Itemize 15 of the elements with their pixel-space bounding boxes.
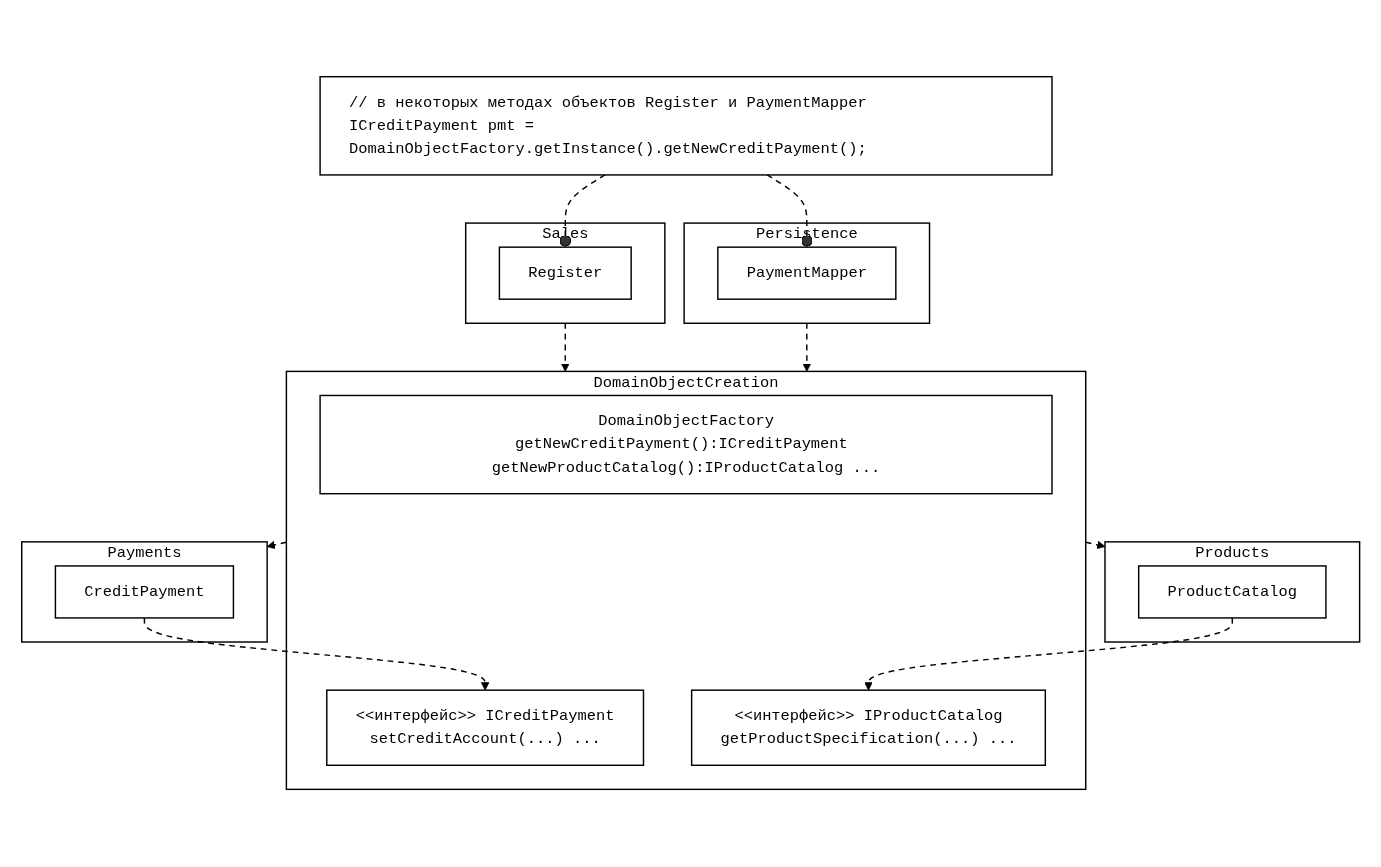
arrow xyxy=(1084,541,1106,550)
connector xyxy=(766,174,813,249)
arrow xyxy=(864,617,1233,691)
arrow xyxy=(560,323,570,373)
node-box: PaymentMapper xyxy=(716,246,897,301)
node-box: // в некоторых методах объектов Register и PaymentMapper ICreditPayment pmt = DomainObjectFactory.getInstance().getNewCreditPayment(); xyxy=(319,76,1053,177)
arrow xyxy=(266,541,287,550)
node-box: Register xyxy=(498,246,632,301)
arrow xyxy=(143,617,490,691)
node-box: CreditPayment xyxy=(54,565,234,620)
node-box: <<интерфейс>> IProductCatalog getProductSpecification(...) ... xyxy=(690,689,1046,767)
node-box: <<интерфейс>> ICreditPayment setCreditAccount(...) ... xyxy=(325,689,645,767)
node-box: ProductCatalog xyxy=(1137,565,1327,620)
arrow xyxy=(802,323,811,373)
node-box: DomainObjectFactory getNewCreditPayment():ICreditPayment getNewProductCatalog():IProductCatalog ... xyxy=(319,395,1053,495)
